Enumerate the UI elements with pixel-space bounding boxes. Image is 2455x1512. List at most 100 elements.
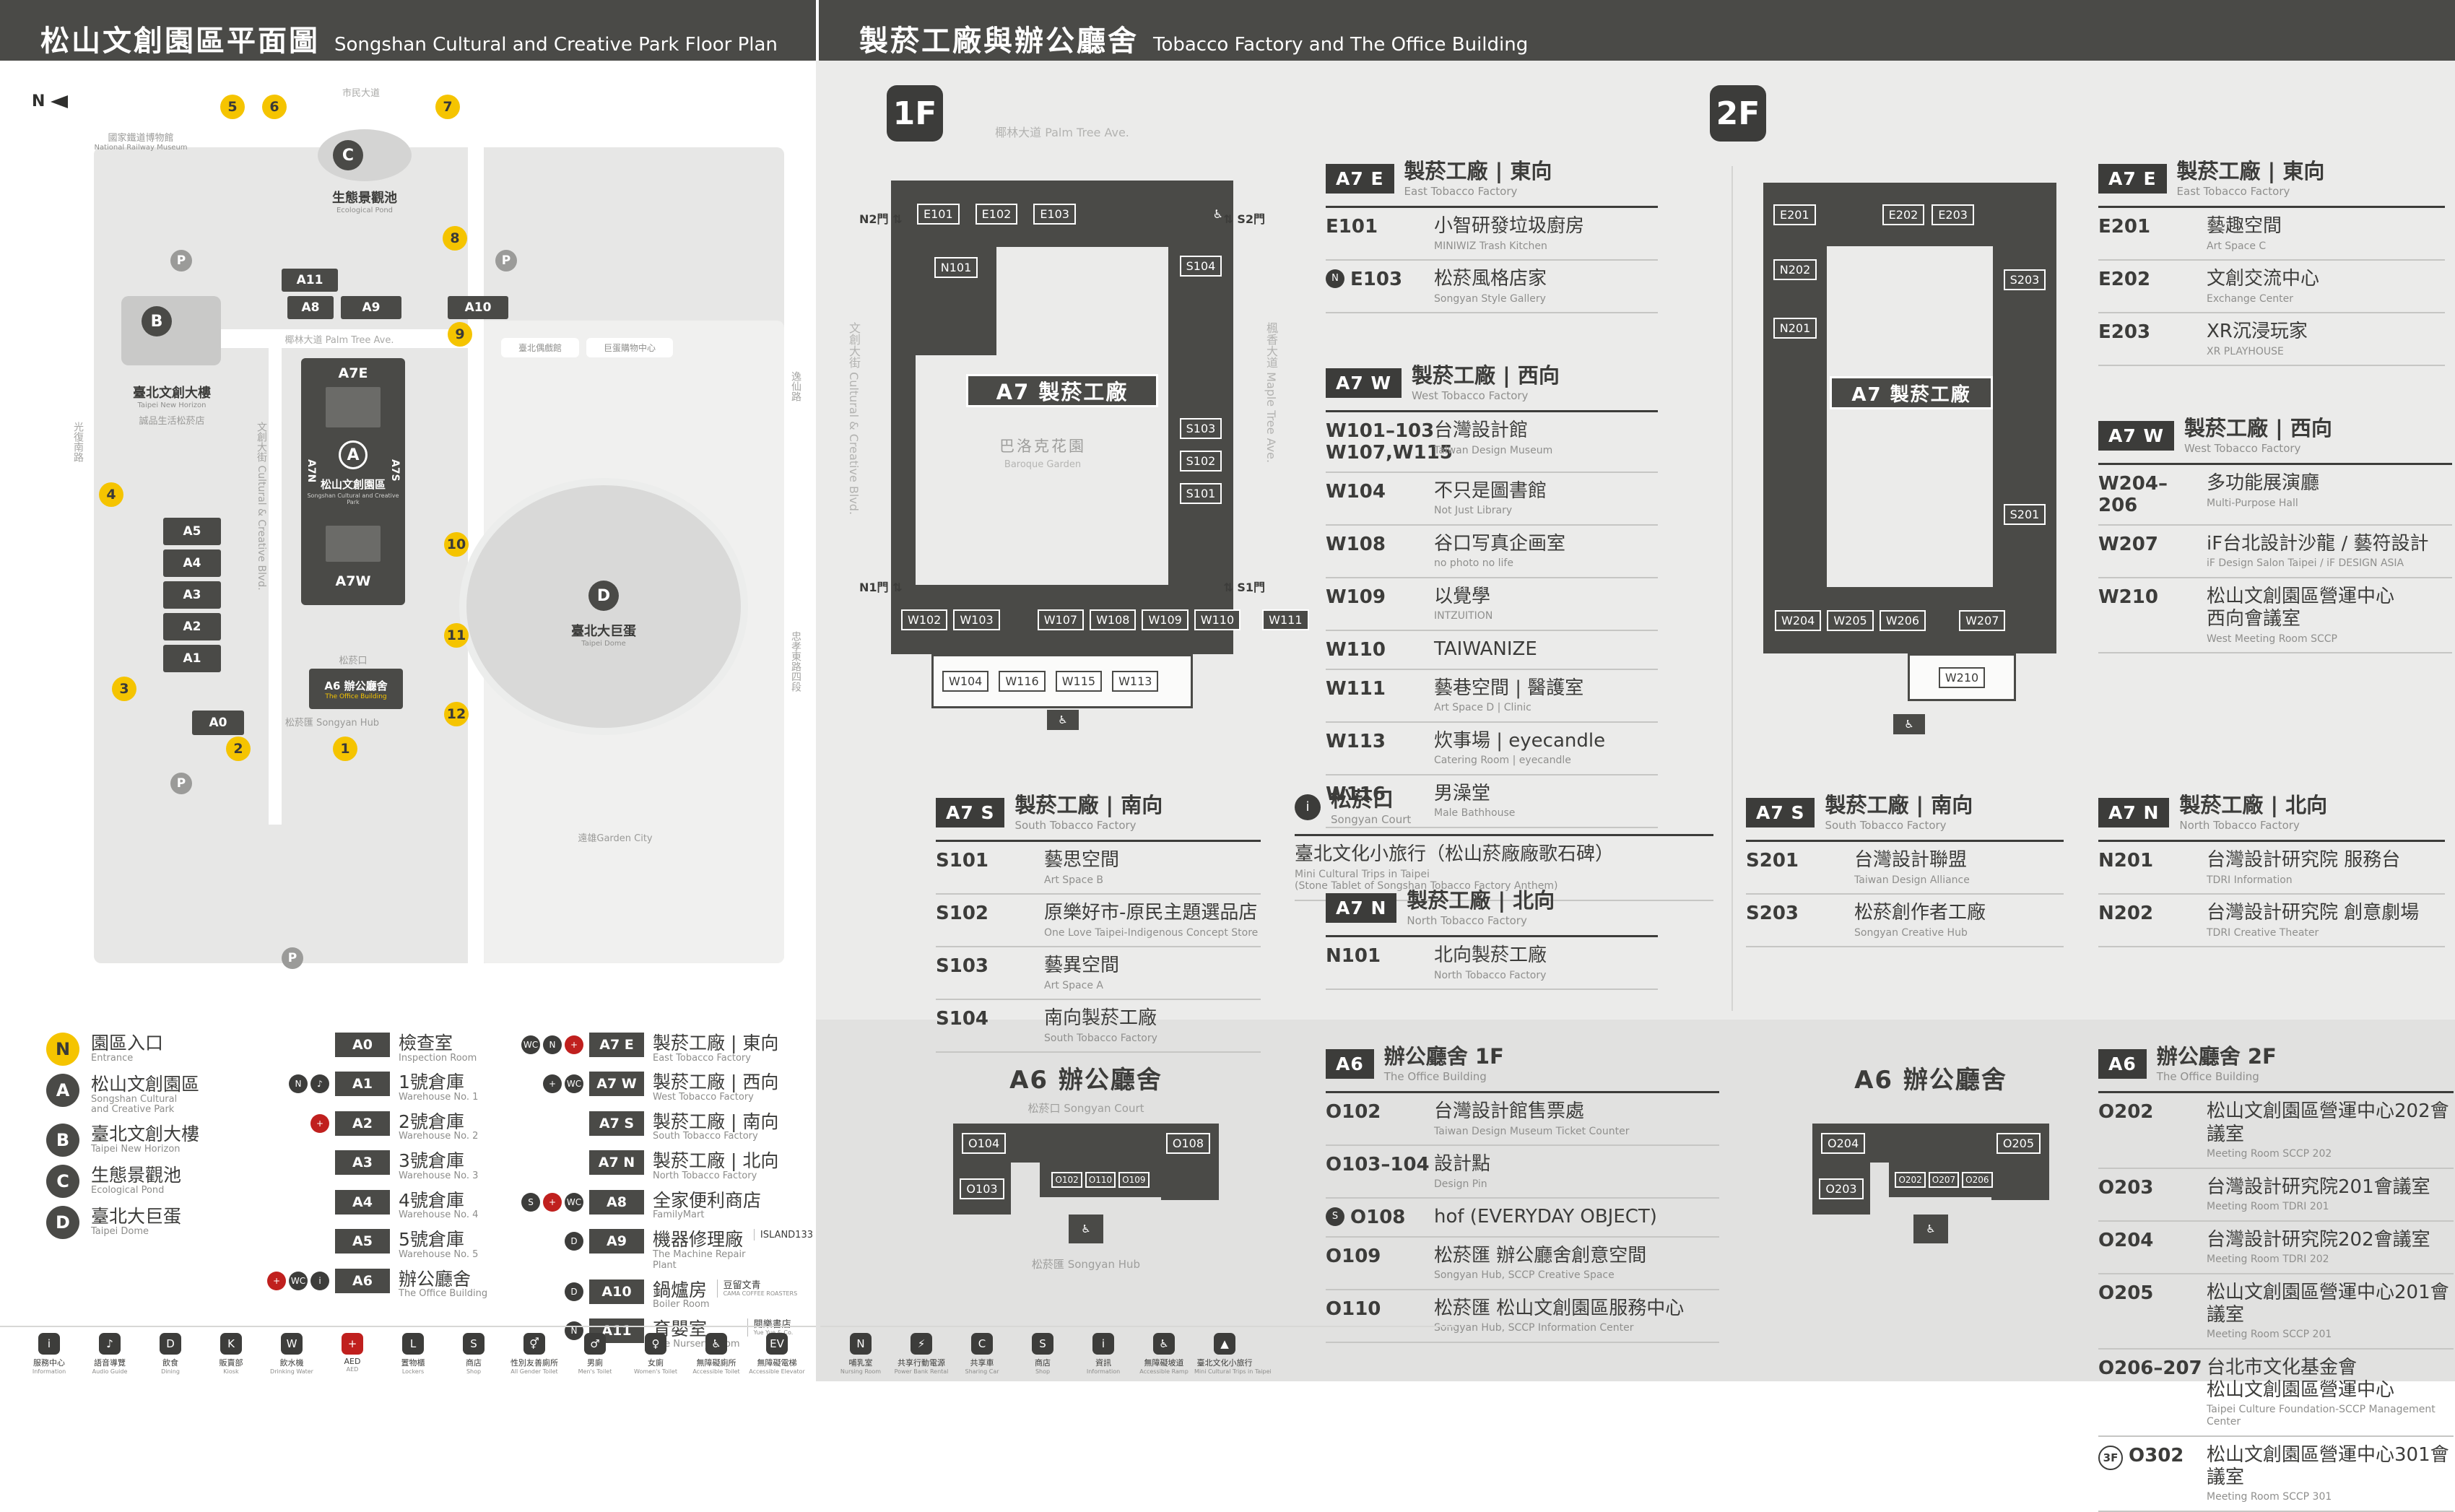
- section-title-zh: 製菸工廠 | 南向: [1825, 793, 1973, 817]
- area-mark-c: C: [333, 140, 363, 170]
- legend-zh: 辦公廳舍: [399, 1268, 472, 1290]
- facility-label-zh: 無障礙廁所: [696, 1358, 736, 1368]
- section-badge: A7 S: [1746, 798, 1815, 828]
- legend-badge-A6: A6: [335, 1268, 390, 1293]
- room-name-zh: 松山文創園區營運中心201會議室: [2207, 1281, 2449, 1326]
- entrance-1: 1: [333, 737, 357, 761]
- legend-zh: 製菸工廠 | 西向: [653, 1072, 779, 1093]
- room-W204: W204: [1775, 609, 1822, 631]
- facility-label-en: Dining: [161, 1368, 180, 1375]
- nursing-icon: N: [289, 1074, 308, 1094]
- garden-city-label-zh: 遠雄Garden City: [578, 833, 653, 844]
- ccb-street-label: 文創大街 Cultural & Creative Blvd.: [256, 422, 267, 591]
- legend-en: Warehouse No. 4: [399, 1209, 479, 1221]
- aed-icon: +: [267, 1271, 286, 1290]
- facility-left-icon-6: L: [402, 1333, 424, 1355]
- building-A0: A0: [192, 711, 244, 735]
- dome-label-en: Taipei Dome: [581, 640, 626, 648]
- legend-mark-C: C: [46, 1165, 79, 1199]
- room-code: W110: [1326, 639, 1386, 661]
- facility-label-zh: 販賣部: [219, 1358, 243, 1368]
- legend-en: Warehouse No. 1: [399, 1091, 479, 1103]
- songyan-hub-map-label: 松菸匯 Songyan Hub: [285, 715, 379, 729]
- section-badge: A7 W: [1326, 368, 1402, 399]
- railway-museum-label-zh: 國家鐵道博物館: [108, 133, 174, 144]
- room-W110: W110: [1194, 609, 1241, 630]
- room-name-en: North Tobacco Factory: [1434, 969, 1547, 981]
- room-code: O103–104: [1326, 1154, 1430, 1176]
- new-horizon-building: [121, 296, 221, 365]
- room-S104: S104: [1179, 256, 1222, 277]
- legend-zh: 5號倉庫: [399, 1229, 464, 1251]
- facility-label-en: All Gender Toilet: [510, 1368, 558, 1375]
- toilet-icon: WC: [521, 1035, 540, 1054]
- info-icon: i: [310, 1271, 329, 1290]
- legend-zh: 園區入口: [91, 1033, 164, 1053]
- section-badge: A7 N: [2098, 798, 2170, 828]
- section-title-en: Songyan Court: [1331, 812, 1412, 826]
- facility-label-zh: 商店: [1035, 1358, 1051, 1368]
- eslite-store-label-zh: 誠品生活松菸店: [139, 416, 205, 427]
- room-code: W108: [1326, 534, 1386, 556]
- room-name-en: Meeting Room TDRI 201: [2207, 1200, 2329, 1212]
- room-name-en: TDRI Information: [2207, 874, 2293, 886]
- room-name-en: One Love Taipei-Indigenous Concept Store: [1044, 926, 1259, 939]
- facility-right-icon-5: ♿: [1153, 1333, 1175, 1355]
- facility-left-icon-4: W: [281, 1333, 303, 1355]
- section-title-zh: 製菸工廠 | 東向: [1404, 159, 1552, 183]
- entrance-6: 6: [262, 95, 287, 119]
- facility-label-zh: 飲食: [162, 1358, 178, 1368]
- sccp-map-label-zh: 松山文創園區: [320, 478, 386, 491]
- section-title-en: The Office Building: [1383, 1069, 1487, 1083]
- legend-en: North Tobacco Factory: [653, 1170, 757, 1181]
- room-name-en: Art Space C: [2207, 240, 2267, 252]
- room-code: W113: [1326, 731, 1386, 752]
- courtyard-label-zh: 巴洛克花園: [999, 438, 1086, 455]
- legend-badge-A2: A2: [335, 1111, 390, 1136]
- aed-icon: +: [565, 1035, 583, 1054]
- west-wall-1f: [891, 247, 916, 585]
- facility-right-icon-6: ▲: [1214, 1333, 1235, 1355]
- room-name-zh: 松菸匯 辦公廳舍創意空間: [1434, 1245, 1647, 1267]
- shop-icon: S: [1326, 1207, 1344, 1227]
- railway-museum-label-en: National Railway Museum: [94, 144, 188, 152]
- room-code: S203: [1746, 903, 1799, 925]
- area-mark-d: D: [588, 581, 619, 611]
- room-name-zh: 台灣設計研究院202會議室: [2207, 1228, 2430, 1251]
- facility-right-icon-1: ⚡: [911, 1333, 932, 1355]
- a7-north-court: [326, 387, 381, 427]
- facility-label-zh: 哺乳室: [848, 1358, 873, 1368]
- room-name-en: Taipei Culture Foundation-SCCP Managemen…: [2207, 1404, 2436, 1428]
- legend-en: FamilyMart: [653, 1209, 705, 1221]
- legend-badge-A4: A4: [335, 1189, 390, 1215]
- room-name-zh: 台灣設計研究院201會議室: [2207, 1176, 2430, 1198]
- legend-zh: 鍋爐房: [653, 1279, 708, 1300]
- songyan-court-map-label-zh: 松菸口: [339, 656, 368, 666]
- room-name-en: Meeting Room TDRI 202: [2207, 1253, 2329, 1265]
